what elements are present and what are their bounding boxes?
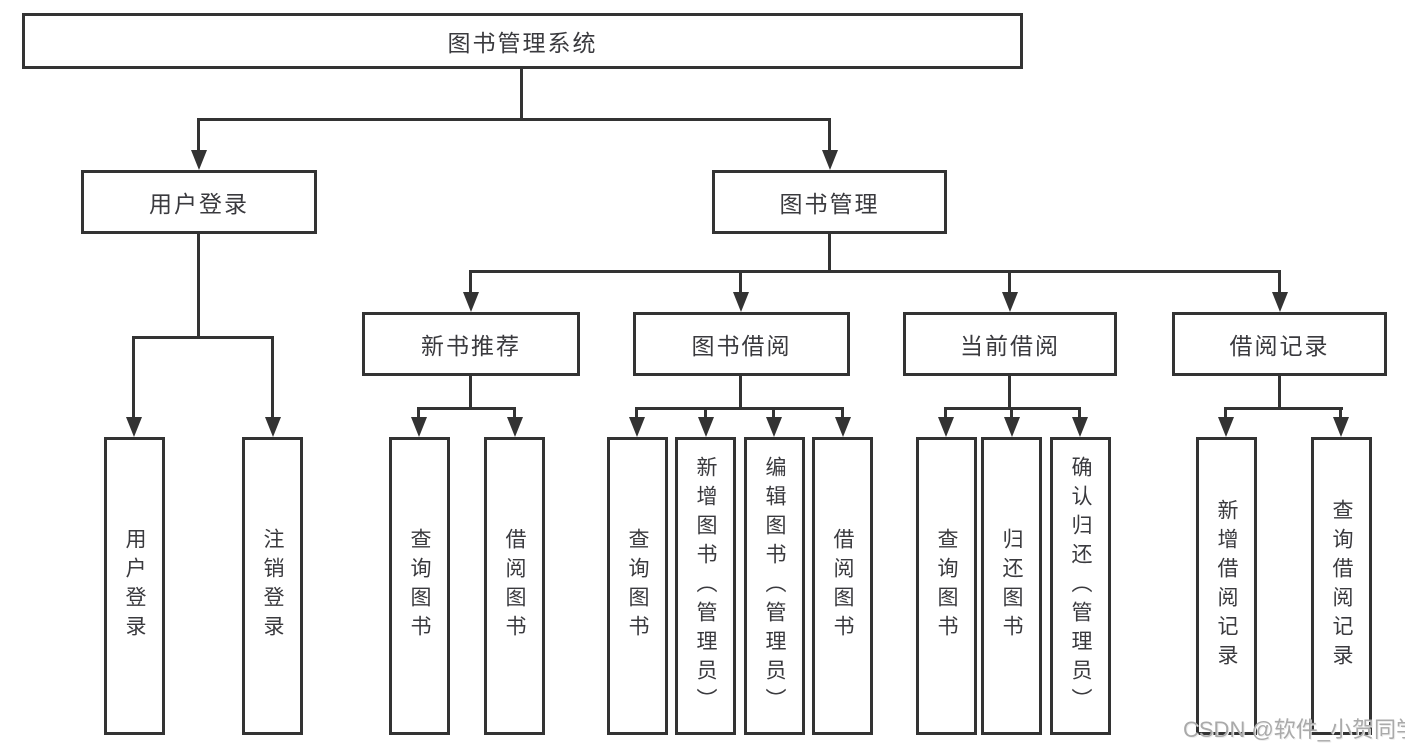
connector-l2d-stem [1278, 375, 1281, 407]
node-leaf-query-books-borrowing: 查询图书 [607, 437, 668, 735]
arrow-to-borrowing-records [1272, 292, 1288, 312]
connector-l2c-stem [1008, 375, 1011, 407]
arrow-to-new-book-recommendation [463, 292, 479, 312]
arrow-to-leaf-query-borrow-record [1333, 417, 1349, 437]
arrow-to-leaf-borrow-books-borrowing [835, 417, 851, 437]
node-leaf-confirm-return-admin: 确认归还（管理员） [1050, 437, 1111, 735]
connector-l2d-shaft [1278, 270, 1281, 292]
connector-root-rail [197, 118, 831, 121]
node-leaf-return-books: 归还图书 [981, 437, 1042, 735]
node-leaf-borrow-books-borrowing: 借阅图书 [812, 437, 873, 735]
node-book-management-system: 图书管理系统 [22, 13, 1023, 69]
node-leaf-logout: 注销登录 [242, 437, 303, 735]
connector-leaf11-shaft [1078, 407, 1081, 417]
node-leaf-borrow-books-recommend: 借阅图书 [484, 437, 545, 735]
node-leaf-query-borrow-record: 查询借阅记录 [1311, 437, 1372, 735]
connector-l2b-shaft [739, 270, 742, 292]
arrow-to-leaf-return-books [1004, 417, 1020, 437]
connector-user-login-stem [197, 233, 200, 337]
connector-book-mgmt-shaft [828, 118, 831, 150]
connector-leaf7-shaft [772, 407, 775, 417]
connector-leaf1-shaft [132, 336, 135, 417]
connector-l2b-stem [739, 375, 742, 407]
connector-leaf8-shaft [841, 407, 844, 417]
node-borrowing-records: 借阅记录 [1172, 312, 1387, 376]
connector-leaf2-shaft [271, 336, 274, 417]
connector-l2a-rail [417, 407, 516, 410]
connector-book-mgmt-stem [828, 233, 831, 270]
arrow-to-leaf-query-books-current [938, 417, 954, 437]
connector-leaf9-shaft [944, 407, 947, 417]
arrow-to-leaf-add-books-admin [698, 417, 714, 437]
connector-l2d-rail [1224, 407, 1343, 410]
node-leaf-user-login: 用户登录 [104, 437, 165, 735]
connector-root-stem [520, 68, 523, 118]
arrow-to-leaf-edit-books-admin [766, 417, 782, 437]
arrow-to-leaf-user-login [126, 417, 142, 437]
connector-l2c-shaft [1008, 270, 1011, 292]
arrow-to-leaf-logout [265, 417, 281, 437]
arrow-to-leaf-confirm-return-admin [1072, 417, 1088, 437]
node-leaf-edit-books-admin: 编辑图书（管理员） [744, 437, 805, 735]
connector-leaf10-shaft [1010, 407, 1013, 417]
node-current-borrowing: 当前借阅 [903, 312, 1117, 376]
node-leaf-add-borrow-record: 新增借阅记录 [1196, 437, 1257, 735]
arrow-to-book-management [822, 150, 838, 170]
connector-leaf4-shaft [513, 407, 516, 417]
connector-leaf3-shaft [417, 407, 420, 417]
arrow-to-leaf-query-books-borrowing [629, 417, 645, 437]
arrow-to-user-login [191, 150, 207, 170]
node-user-login: 用户登录 [81, 170, 317, 234]
arrow-to-book-borrowing [733, 292, 749, 312]
connector-l2b-rail [635, 407, 844, 410]
connector-l2a-stem [469, 375, 472, 407]
connector-leaf13-shaft [1339, 407, 1342, 417]
arrow-to-leaf-add-borrow-record [1218, 417, 1234, 437]
node-book-management: 图书管理 [712, 170, 947, 234]
connector-leaf5-shaft [635, 407, 638, 417]
node-leaf-query-books-recommend: 查询图书 [389, 437, 450, 735]
connector-user-login-rail [132, 336, 274, 339]
csdn-watermark: CSDN @软件_小贺同学 [1183, 717, 1405, 742]
node-leaf-query-books-current: 查询图书 [916, 437, 977, 735]
node-new-book-recommendation: 新书推荐 [362, 312, 580, 376]
connector-l2a-shaft [469, 270, 472, 292]
connector-leaf6-shaft [704, 407, 707, 417]
connector-leaf12-shaft [1224, 407, 1227, 417]
arrow-to-leaf-borrow-books-recommend [507, 417, 523, 437]
connector-book-mgmt-rail [469, 270, 1281, 273]
node-leaf-add-books-admin: 新增图书（管理员） [675, 437, 736, 735]
arrow-to-leaf-query-books-recommend [411, 417, 427, 437]
connector-user-login-shaft [197, 118, 200, 150]
arrow-to-current-borrowing [1002, 292, 1018, 312]
node-book-borrowing: 图书借阅 [633, 312, 850, 376]
